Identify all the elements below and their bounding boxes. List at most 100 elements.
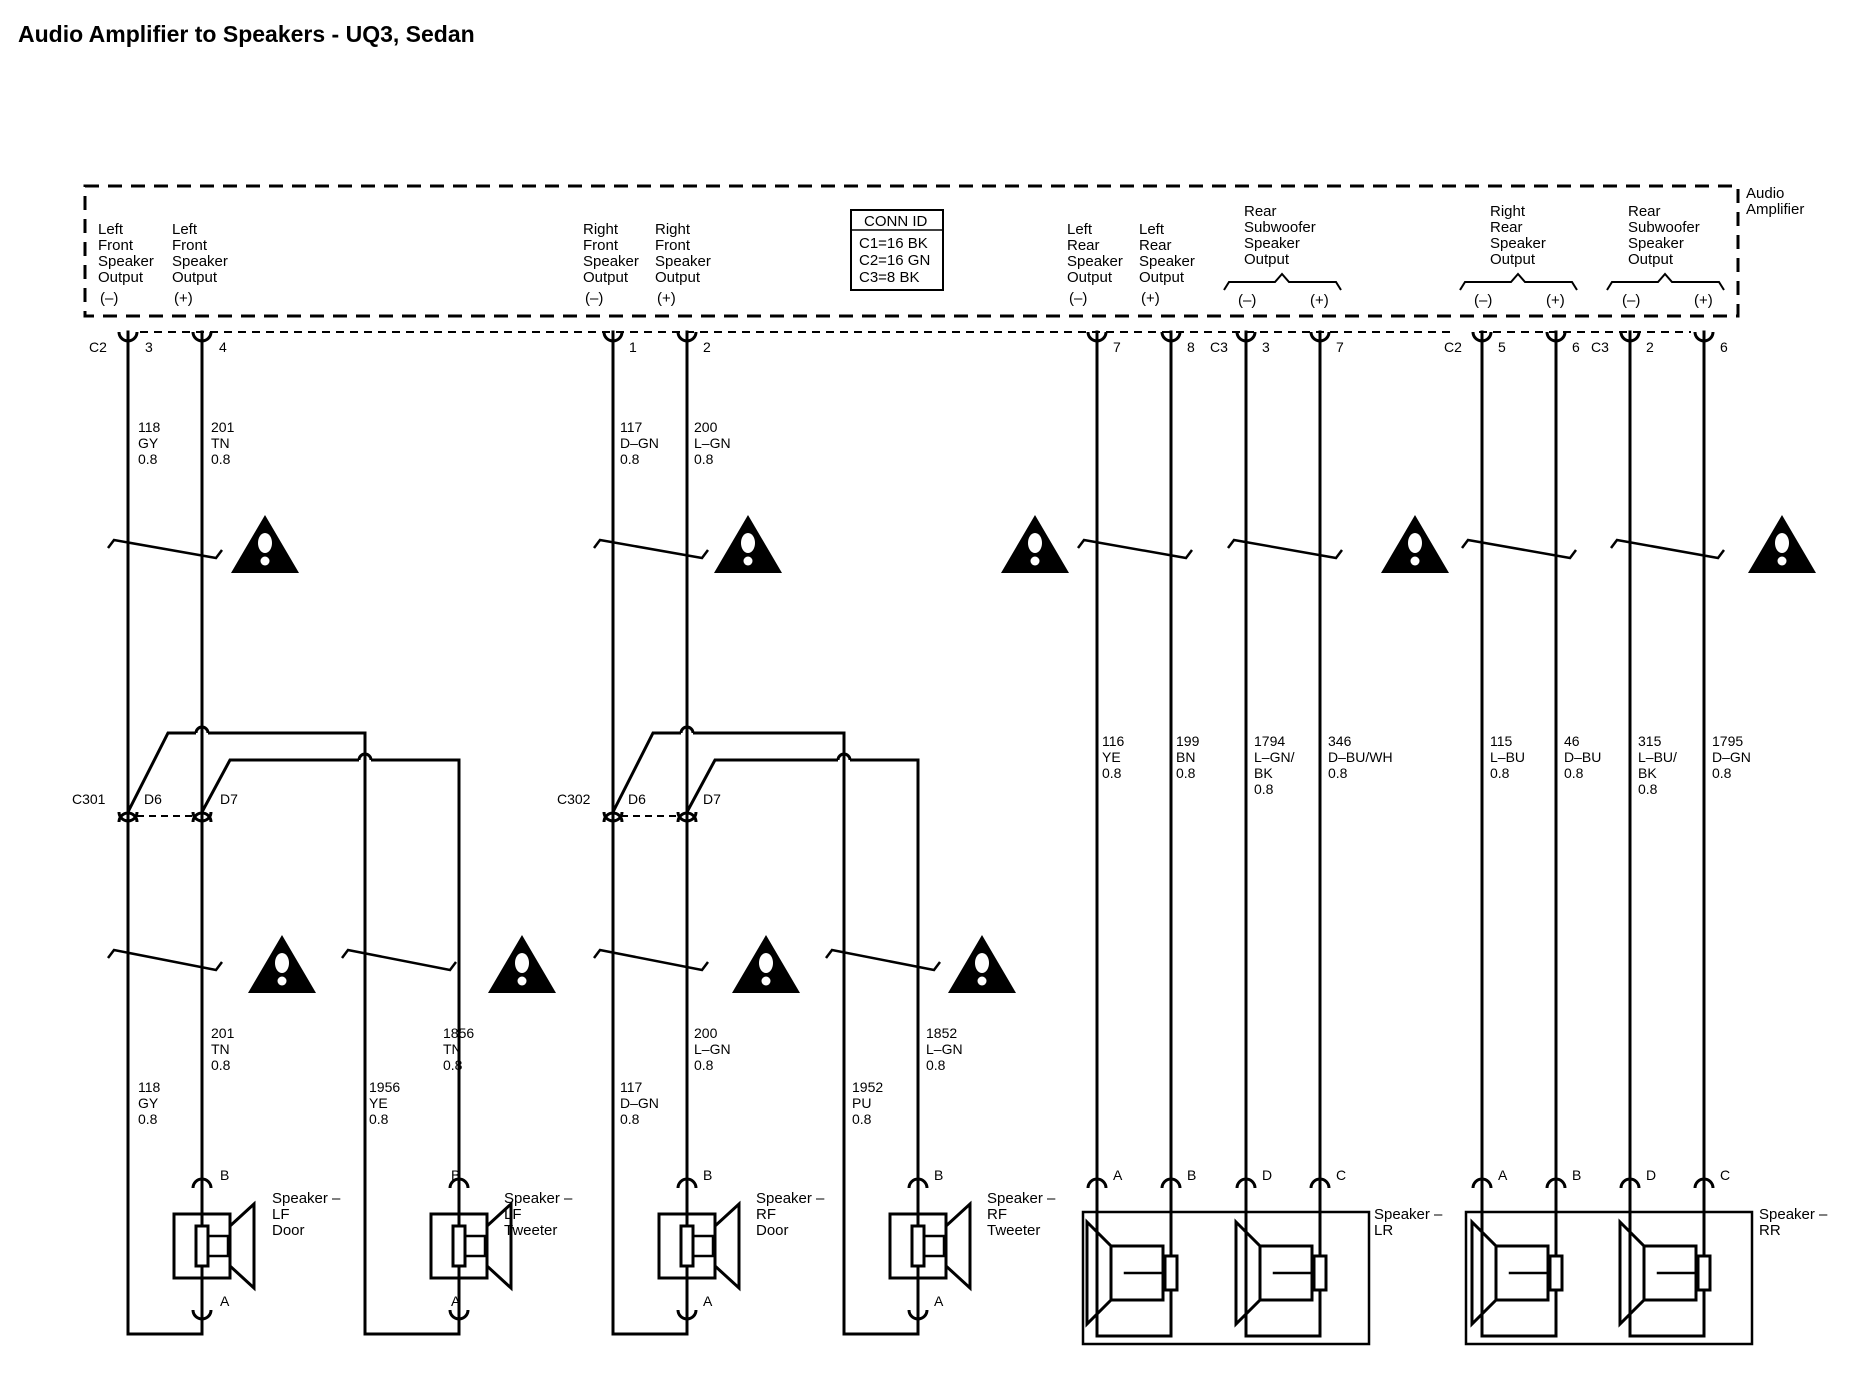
wire-color: D–BU <box>1564 749 1601 765</box>
wire-label-lf-door-pos: 201 TN 0.8 <box>211 1025 235 1073</box>
caution-dot <box>743 556 753 566</box>
speaker-label-line: Speaker – <box>272 1190 341 1207</box>
wire-circuit: 346 <box>1328 733 1352 749</box>
polarity-label: (+) <box>1546 292 1565 309</box>
wire-color: YE <box>1102 749 1121 765</box>
speaker-pin-letter: B <box>934 1167 943 1183</box>
output-label-rf-neg: Right Front Speaker Output (–) <box>583 221 639 307</box>
output-label-line: Front <box>98 237 134 254</box>
wire-circuit: 1852 <box>926 1025 957 1041</box>
speaker-pin-letter: A <box>703 1293 713 1309</box>
speaker-icon <box>1234 1186 1328 1338</box>
wire-circuit: 1794 <box>1254 733 1285 749</box>
polarity-label: (–) <box>1238 292 1256 309</box>
wire-label-sub2-neg: 315 L–BU/ BK 0.8 <box>1638 733 1677 797</box>
wire-gauge: 0.8 <box>1564 765 1584 781</box>
pin-number: 8 <box>1187 339 1195 355</box>
speaker-magnet <box>1548 1254 1564 1292</box>
twisted-pair-icon <box>593 538 709 560</box>
wire-gauge: 0.8 <box>369 1111 389 1127</box>
pin-number: 1 <box>629 339 637 355</box>
amplifier-name-line2: Amplifier <box>1746 201 1804 218</box>
caution-mark <box>1775 533 1789 553</box>
speaker-cone <box>944 1200 972 1292</box>
output-label-lf-neg: Left Front Speaker Output (–) <box>98 221 154 307</box>
speaker-label-lf-door: Speaker – LF Door <box>272 1190 341 1239</box>
caution-mark <box>759 953 773 973</box>
caution-mark <box>1408 533 1422 553</box>
pin-number: 5 <box>1498 339 1506 355</box>
speaker-magnet <box>679 1224 695 1268</box>
group-label-line: Output <box>1628 251 1674 268</box>
wire-label-rr-pos: 46 D–BU 0.8 <box>1564 733 1601 781</box>
connector-label: C2 <box>89 339 107 355</box>
speaker-pin-letter: B <box>451 1167 460 1183</box>
speaker-lead <box>1630 1290 1706 1338</box>
speaker-label-line: Speaker – <box>987 1190 1056 1207</box>
speaker-lead <box>1097 1290 1173 1338</box>
output-label-line: Rear <box>1139 237 1172 254</box>
output-label-line: Speaker <box>583 253 639 270</box>
output-label-line: Speaker <box>655 253 711 270</box>
wire-color: TN <box>211 435 230 451</box>
speaker-icon <box>888 1186 972 1312</box>
conn-id-line: C2=16 GN <box>859 252 930 269</box>
caution-dot <box>761 976 771 986</box>
twisted-pair-icon <box>1227 538 1343 560</box>
wire-circuit: 46 <box>1564 733 1580 749</box>
speaker-pin-letter: C <box>1720 1167 1730 1183</box>
conn-id-box: CONN ID C1=16 BK C2=16 GN C3=8 BK <box>850 209 944 291</box>
speaker-magnet <box>1696 1254 1712 1292</box>
wire-crossover <box>194 725 210 734</box>
speaker-label-line: Speaker – <box>504 1190 573 1207</box>
twisted-pair-icon <box>107 538 223 560</box>
splice-wire <box>685 758 838 813</box>
output-label-line: Output <box>98 269 144 286</box>
speaker-label-line: Tweeter <box>987 1222 1040 1239</box>
inline-connector-pin: D6 <box>628 791 646 807</box>
speaker-magnet <box>1163 1254 1179 1292</box>
output-label-line: Speaker <box>172 253 228 270</box>
speaker-pin-letter: B <box>1572 1167 1581 1183</box>
speaker-pin-letter: A <box>451 1293 461 1309</box>
speaker-label-line: RF <box>756 1206 776 1223</box>
wire-gauge: 0.8 <box>1102 765 1122 781</box>
wire-label-rf-door-pos: 200 L–GN 0.8 <box>694 1025 731 1073</box>
speaker-return-wire <box>363 1188 461 1336</box>
polarity-label: (+) <box>1694 292 1713 309</box>
twisted-pair-icon <box>107 948 223 972</box>
speaker-label-line: Door <box>272 1222 305 1239</box>
speaker-cone <box>228 1200 256 1292</box>
wire-circuit: 118 <box>138 419 161 435</box>
caution-symbols <box>231 515 1816 993</box>
wire-gauge: 0.8 <box>620 1111 640 1127</box>
speaker-label-line: Speaker – <box>756 1190 825 1207</box>
wire-color: TN <box>211 1041 230 1057</box>
output-label-line: Front <box>583 237 619 254</box>
speaker-label-line: LR <box>1374 1222 1393 1239</box>
wire-label-rf-tweeter-neg: 1952 PU 0.8 <box>852 1079 883 1127</box>
twisted-pair-icon <box>825 948 941 972</box>
splice-wire <box>850 758 920 1188</box>
caution-triangle-icon <box>1381 515 1449 573</box>
wire-color: D–GN <box>620 1095 659 1111</box>
wire-circuit: 201 <box>211 1025 235 1041</box>
speaker-label-line: Speaker – <box>1759 1206 1828 1223</box>
speaker-pin-letter: D <box>1262 1167 1272 1183</box>
group-label-line: Subwoofer <box>1244 219 1316 236</box>
connector-label: C2 <box>1444 339 1462 355</box>
terminals <box>117 331 1715 1321</box>
polarity-label: (–) <box>1622 292 1640 309</box>
wires <box>126 330 1706 1336</box>
pin-number: 2 <box>703 339 711 355</box>
amplifier-outline <box>83 184 1740 318</box>
group-label-line: Speaker <box>1628 235 1684 252</box>
caution-dot <box>1777 556 1787 566</box>
caution-mark <box>515 953 529 973</box>
speaker-pin-letter: A <box>934 1293 944 1309</box>
output-label-line: Front <box>655 237 691 254</box>
speaker-cone <box>1234 1218 1262 1328</box>
wire-gauge: 0.8 <box>926 1057 946 1073</box>
